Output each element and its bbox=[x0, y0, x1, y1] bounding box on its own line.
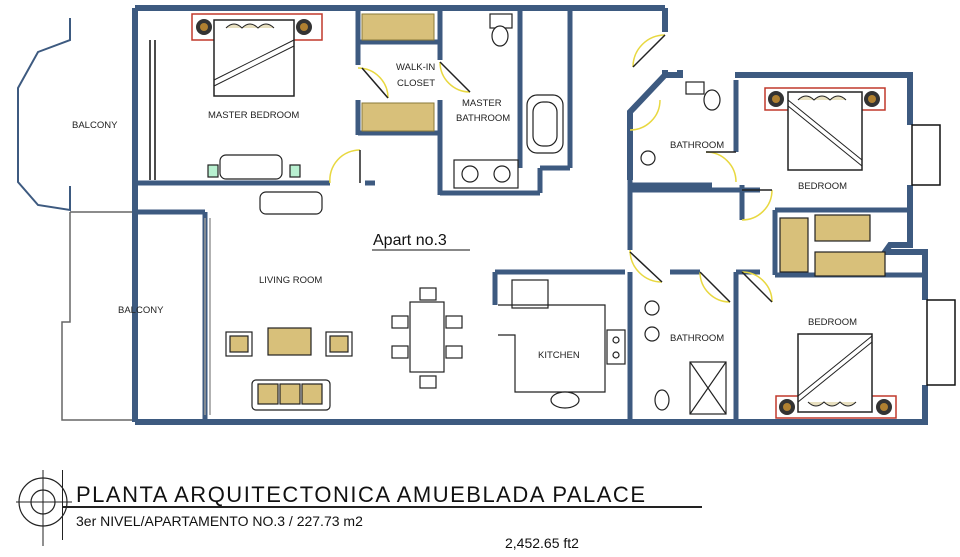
door-leaves bbox=[359, 34, 773, 303]
title-underline bbox=[62, 506, 702, 508]
bedroom-top-bed bbox=[764, 87, 886, 171]
label-master-bedroom: MASTER BEDROOM bbox=[208, 110, 299, 121]
label-closet: CLOSET bbox=[397, 78, 435, 89]
interior-walls bbox=[135, 8, 925, 422]
label-master: MASTER bbox=[462, 98, 502, 109]
bedroom-bottom-bed bbox=[775, 333, 897, 419]
label-kitchen: KITCHEN bbox=[538, 350, 580, 361]
balcony-bottom-outline bbox=[61, 211, 135, 421]
kitchen-fixtures bbox=[498, 279, 626, 409]
master-bed bbox=[191, 13, 323, 97]
label-bedroom-bottom: BEDROOM bbox=[808, 317, 857, 328]
master-dresser bbox=[207, 154, 301, 180]
bathroom-top-fixtures bbox=[640, 81, 721, 166]
label-master-bathroom: BATHROOM bbox=[456, 113, 510, 124]
exterior-walls bbox=[132, 5, 928, 425]
apartment-label: Apart no.3 bbox=[373, 232, 447, 249]
plan-subtitle: 3er NIVEL/APARTAMENTO NO.3 / 227.73 m2 bbox=[76, 513, 363, 529]
dining-table bbox=[391, 287, 463, 389]
label-balcony-top: BALCONY bbox=[72, 120, 118, 131]
room-labels: BALCONY BALCONY MASTER BEDROOM WALK-IN C… bbox=[72, 62, 857, 361]
bathroom-bottom-fixtures bbox=[644, 300, 727, 415]
plan-title: PLANTA ARQUITECTONICA AMUEBLADA PALACE bbox=[76, 482, 647, 507]
closet-shelves bbox=[361, 13, 435, 132]
label-balcony-bottom: BALCONY bbox=[118, 305, 164, 316]
label-bathroom-bottom: BATHROOM bbox=[670, 333, 724, 344]
plan-area-ft: 2,452.65 ft2 bbox=[505, 535, 579, 551]
label-bathroom-top: BATHROOM bbox=[670, 140, 724, 151]
floor-plan: BALCONY BALCONY MASTER BEDROOM WALK-IN C… bbox=[17, 5, 956, 425]
door-swings bbox=[329, 34, 773, 303]
balcony-top-outline bbox=[17, 18, 71, 212]
windows bbox=[149, 40, 956, 415]
label-living-room: LIVING ROOM bbox=[259, 275, 322, 286]
master-bath-fixtures bbox=[453, 13, 564, 189]
label-walk-in: WALK-IN bbox=[396, 62, 435, 73]
label-bedroom-top: BEDROOM bbox=[798, 181, 847, 192]
living-furniture bbox=[225, 191, 353, 411]
title-divider-vertical bbox=[62, 470, 63, 540]
bedroom-top-wardrobe bbox=[779, 214, 886, 277]
